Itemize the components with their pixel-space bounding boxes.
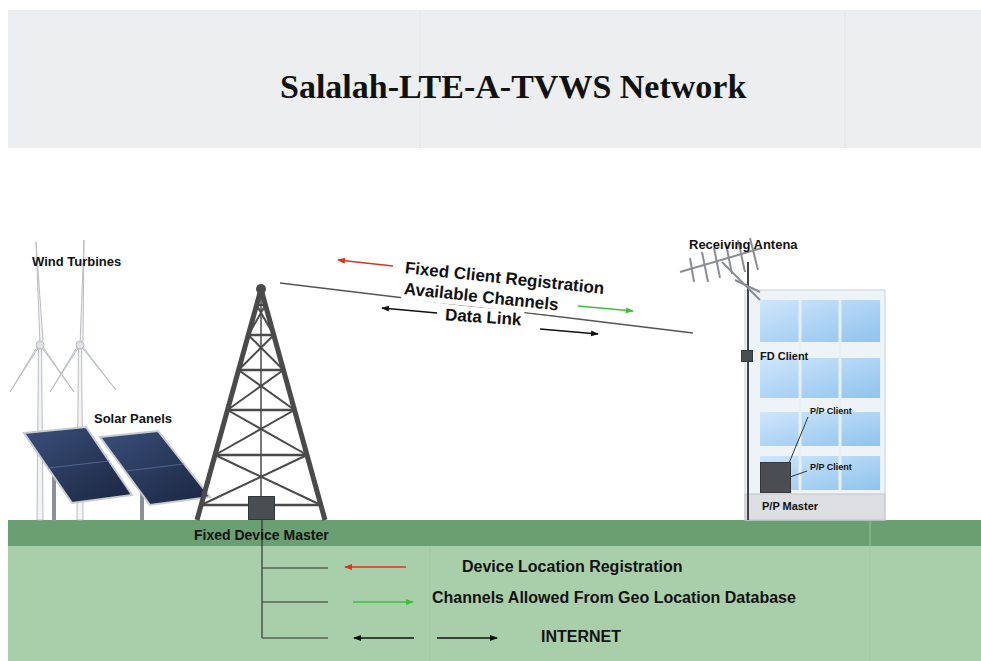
master-device-box: Fixed Device Master	[248, 496, 275, 520]
tower-brace	[227, 410, 307, 455]
client-label: P/P Client	[810, 406, 852, 416]
client-device-box: FD Client	[741, 350, 753, 362]
tower-brace	[239, 370, 295, 410]
tower-brace	[248, 335, 283, 370]
underground-band	[8, 546, 981, 661]
device-label: FD Client	[760, 350, 808, 362]
device-label: P/P Master	[762, 500, 818, 512]
building	[745, 262, 885, 520]
registration-arrow	[345, 566, 406, 568]
tower-brace	[257, 305, 274, 335]
tower-brace	[239, 335, 274, 370]
tower-brace	[260, 289, 262, 520]
channels-arrow	[578, 306, 633, 311]
solar-panels	[24, 427, 210, 521]
client-label: P/P Client	[810, 462, 852, 472]
device-label: Fixed Device Master	[194, 527, 329, 543]
banner-divider	[845, 10, 846, 148]
title-banner	[8, 10, 981, 148]
diagram-title: Salalah-LTE-A-TVWS Network	[280, 68, 746, 106]
pp-master-box: P/P Master	[760, 462, 791, 493]
internet-arrow	[437, 637, 497, 639]
tower-brace	[227, 370, 283, 410]
internet-arrow	[354, 637, 414, 639]
channels-arrow	[353, 601, 413, 603]
leader-line	[789, 417, 808, 463]
data-arrow	[540, 329, 598, 334]
ground-divider	[870, 520, 871, 661]
backhaul-label: Channels Allowed From Geo Location Datab…	[432, 589, 796, 607]
component-label: Receiving Antena	[689, 238, 798, 253]
leader-line	[790, 471, 807, 477]
backhaul-label: Device Location Registration	[462, 558, 683, 576]
backhaul-label: INTERNET	[541, 628, 621, 646]
tower-brace	[248, 305, 265, 335]
ground-band	[8, 520, 981, 546]
component-label: Wind Turbines	[32, 255, 121, 270]
registration-arrow	[338, 260, 393, 266]
lattice-tower	[197, 284, 325, 520]
data-arrow	[382, 308, 437, 313]
tower-brace	[215, 410, 295, 455]
ground-divider	[430, 546, 431, 661]
component-label: Solar Panels	[94, 412, 172, 427]
